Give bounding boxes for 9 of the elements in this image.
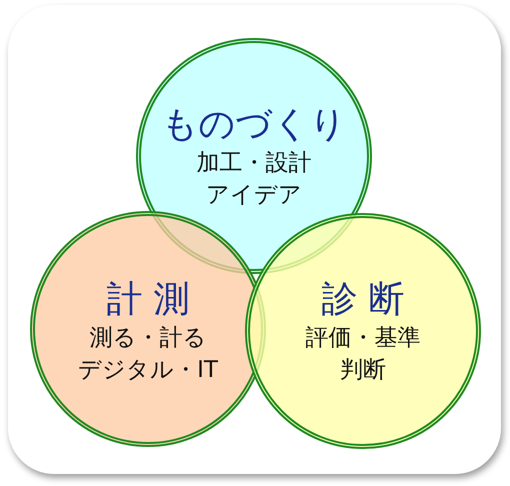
circle-title: 計 測 <box>106 278 190 322</box>
keyword-text: デジタル・IT <box>78 356 218 385</box>
keyword-text: 測る・計る <box>90 324 206 353</box>
circle-title: ものづくり <box>162 103 346 147</box>
circle-title: 診 断 <box>321 278 405 322</box>
keyword-text: アイデア <box>206 181 302 210</box>
keyword-text: 評価・基準 <box>306 324 420 353</box>
keyword-text: 加工・設計 <box>196 149 312 178</box>
keyword-text: 判断 <box>340 356 386 385</box>
